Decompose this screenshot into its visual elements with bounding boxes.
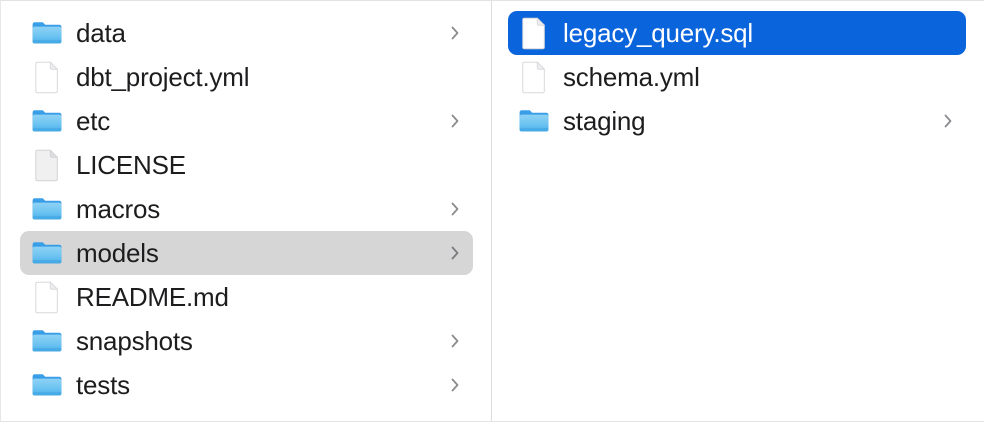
file-row-label: dbt_project.yml xyxy=(76,62,250,92)
file-row-label: snapshots xyxy=(76,326,193,356)
file-row-tests[interactable]: tests xyxy=(20,363,473,407)
document-icon xyxy=(518,60,550,94)
folder-icon xyxy=(31,368,63,402)
file-row-label: models xyxy=(76,238,159,268)
file-row-readme-md[interactable]: README.md xyxy=(20,275,473,319)
plain-document-icon xyxy=(31,148,63,182)
folder-icon xyxy=(31,16,63,50)
column-child-list: legacy_query.sql schema.yml staging xyxy=(492,11,984,143)
file-row-staging[interactable]: staging xyxy=(508,99,966,143)
folder-icon xyxy=(31,192,63,226)
file-row-label: README.md xyxy=(76,282,229,312)
chevron-right-icon[interactable] xyxy=(449,331,461,351)
file-row-legacy-query-sql[interactable]: legacy_query.sql xyxy=(508,11,966,55)
folder-icon xyxy=(31,104,63,138)
file-row-label: staging xyxy=(563,106,646,136)
chevron-right-icon[interactable] xyxy=(449,243,461,263)
file-row-label: legacy_query.sql xyxy=(563,18,753,48)
file-row-label: tests xyxy=(76,370,130,400)
chevron-right-icon[interactable] xyxy=(449,23,461,43)
file-row-schema-yml[interactable]: schema.yml xyxy=(508,55,966,99)
chevron-right-icon[interactable] xyxy=(449,375,461,395)
file-row-etc[interactable]: etc xyxy=(20,99,473,143)
folder-icon xyxy=(518,104,550,138)
folder-icon xyxy=(31,324,63,358)
folder-icon xyxy=(31,236,63,270)
file-row-label: macros xyxy=(76,194,161,224)
file-row-label: data xyxy=(76,18,126,48)
file-row-label: schema.yml xyxy=(563,62,700,92)
file-row-data[interactable]: data xyxy=(20,11,473,55)
file-row-label: LICENSE xyxy=(76,150,186,180)
file-row-macros[interactable]: macros xyxy=(20,187,473,231)
chevron-right-icon[interactable] xyxy=(942,111,954,131)
document-icon xyxy=(31,60,63,94)
chevron-right-icon[interactable] xyxy=(449,199,461,219)
document-icon xyxy=(518,16,550,50)
file-row-models[interactable]: models xyxy=(20,231,473,275)
file-row-snapshots[interactable]: snapshots xyxy=(20,319,473,363)
column-child[interactable]: legacy_query.sql schema.yml staging xyxy=(492,1,984,421)
chevron-right-icon[interactable] xyxy=(449,111,461,131)
file-row-license[interactable]: LICENSE xyxy=(20,143,473,187)
file-row-label: etc xyxy=(76,106,111,136)
file-row-dbt-project-yml[interactable]: dbt_project.yml xyxy=(20,55,473,99)
document-icon xyxy=(31,280,63,314)
